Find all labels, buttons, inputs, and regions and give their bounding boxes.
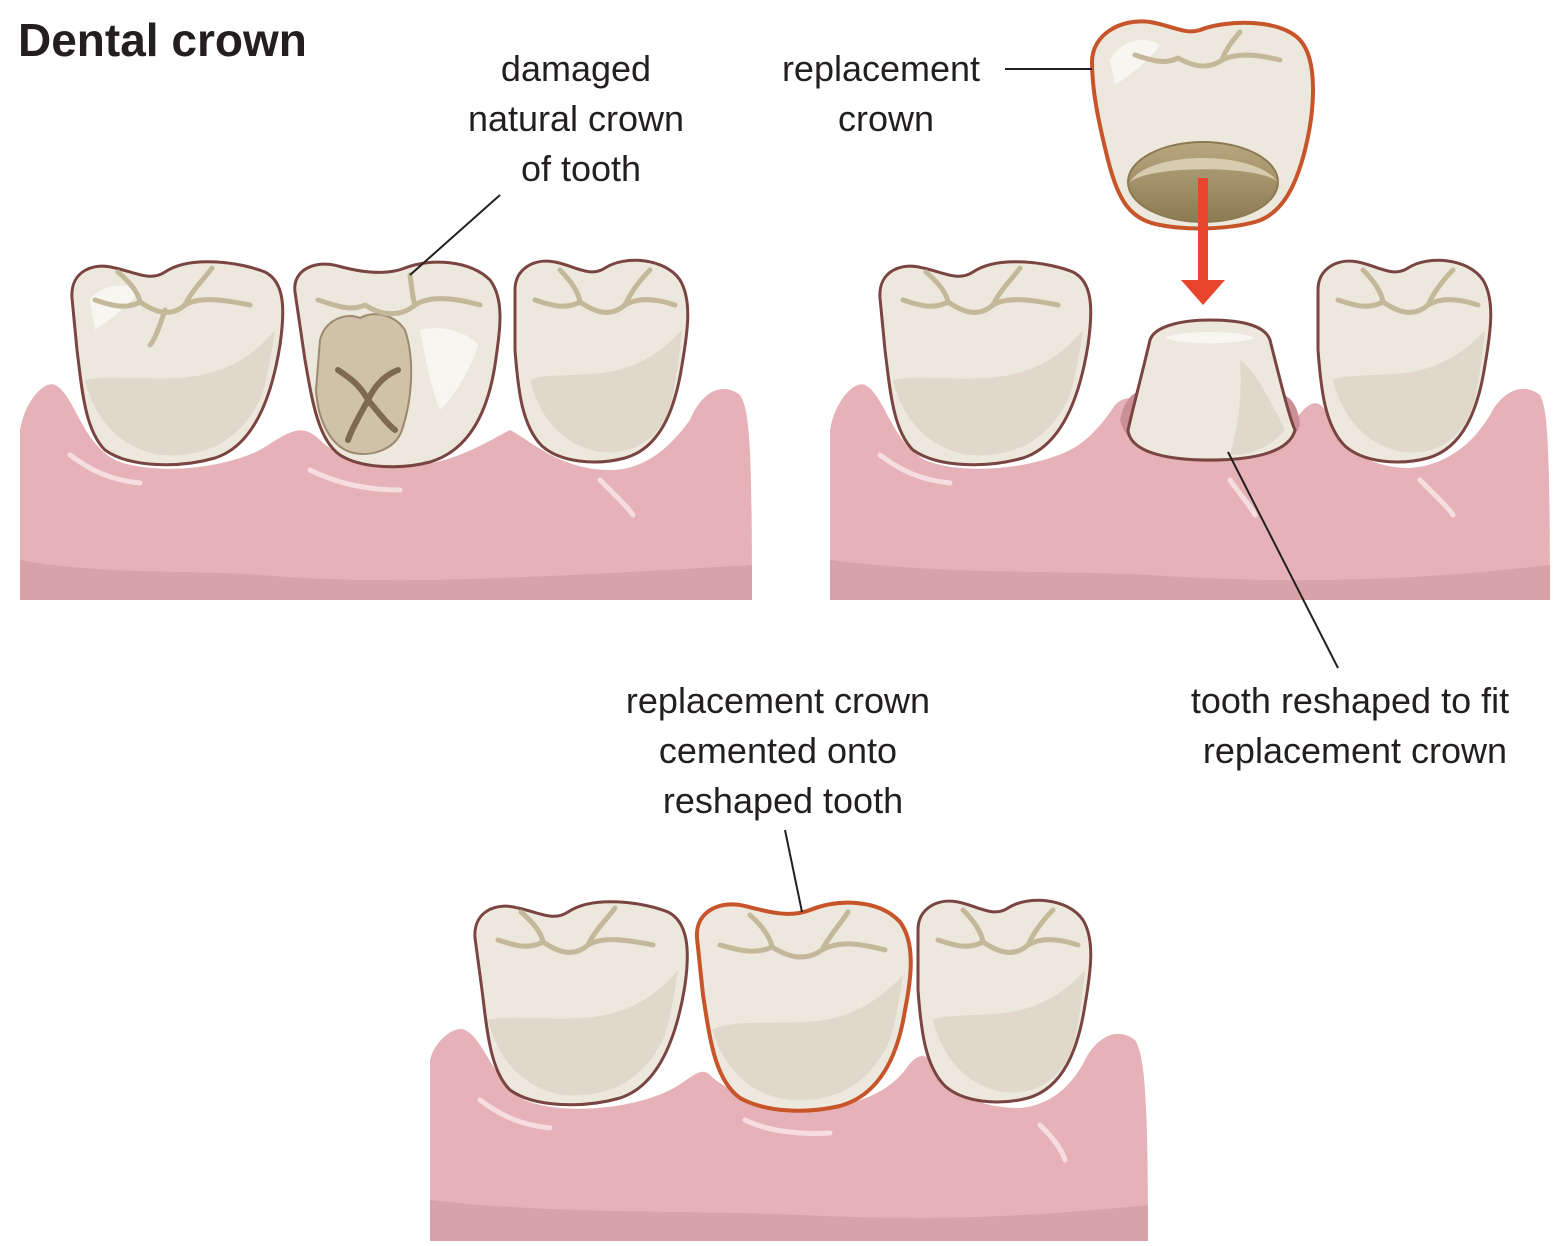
gum-left-panel xyxy=(20,384,752,600)
molar-damaged xyxy=(293,260,502,469)
molar-bottom-1 xyxy=(473,900,689,1107)
molar-left-3 xyxy=(513,258,690,464)
gum-right-panel xyxy=(830,384,1550,600)
reshaped-tooth-stump xyxy=(1126,318,1297,462)
leader-damaged-crown xyxy=(409,194,501,276)
label-reshaped-tooth: tooth reshaped to fit replacement crown xyxy=(1191,680,1519,771)
leader-cemented-crown xyxy=(784,829,803,913)
gum-bottom-panel xyxy=(430,1029,1148,1241)
placement-arrow xyxy=(1181,178,1225,305)
panel-cemented-crown: replacement crown cemented onto reshaped… xyxy=(430,680,1148,1241)
label-cemented-crown: replacement crown cemented onto reshaped… xyxy=(626,680,940,821)
panel-reshaped-tooth: replacement crown tooth reshaped to fit … xyxy=(782,19,1550,771)
molar-right-3 xyxy=(1316,258,1493,464)
molar-bottom-3 xyxy=(916,898,1093,1104)
replacement-crown xyxy=(1089,19,1315,231)
label-damaged-crown: damaged natural crown of tooth xyxy=(468,48,694,189)
molar-right-1 xyxy=(878,260,1093,467)
leader-reshaped-tooth xyxy=(1227,451,1339,669)
panel-damaged-tooth: damaged natural crown of tooth xyxy=(20,48,752,600)
molar-cemented-crown xyxy=(694,900,913,1113)
label-replacement-crown: replacement crown xyxy=(782,48,990,139)
diagram-title: Dental crown xyxy=(18,14,307,66)
molar-left-1 xyxy=(70,260,285,467)
